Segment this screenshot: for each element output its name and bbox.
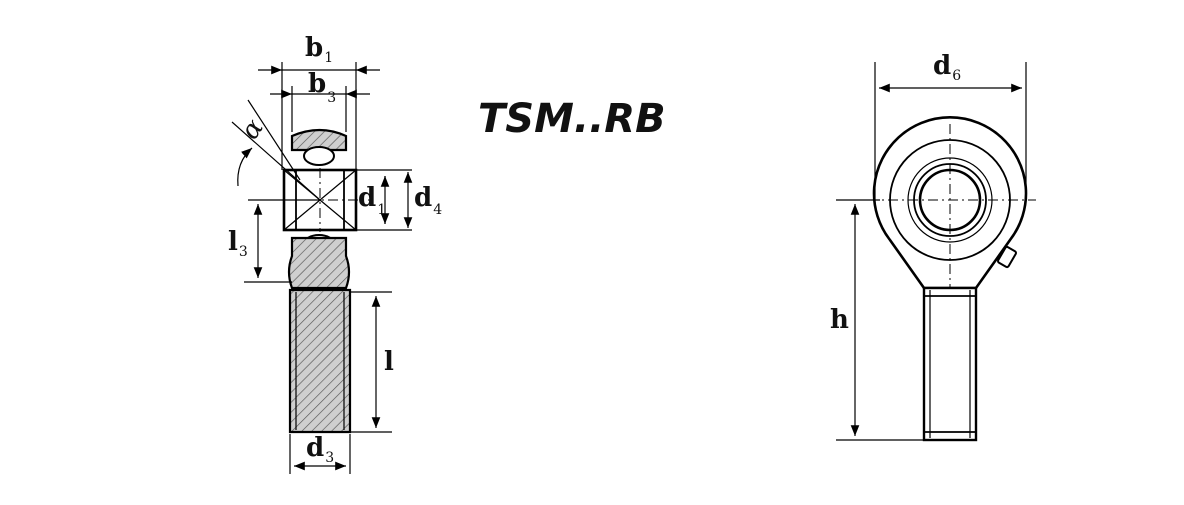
ball-race-top [303,146,335,166]
outer-ring-top [290,128,348,152]
front-shank [922,286,978,442]
d4-label: d4 [414,183,442,218]
housing-neck [287,236,351,290]
front-view: d6 h [830,51,1036,442]
threaded-shank [288,288,352,434]
d6-label: d6 [933,51,961,84]
tilt-axis-line [247,99,301,181]
b1-label: b1 [305,33,333,66]
grease-nipple [997,245,1017,269]
tilt-axis-line [231,121,321,201]
housing-outline [872,116,1028,290]
side-section-view: b1 b3 α d1 d4 l3 l d3 [228,33,442,474]
d3-label: d3 [306,433,334,466]
b3-label: b3 [308,69,336,106]
l-label: l [384,347,394,377]
d1-label: d1 [358,183,386,218]
h-label: h [830,305,849,335]
product-title: TSM..RB [478,96,666,142]
tilt-angle-arc [237,147,253,187]
l3-label: l3 [228,227,248,260]
alpha-label: α [235,113,270,145]
